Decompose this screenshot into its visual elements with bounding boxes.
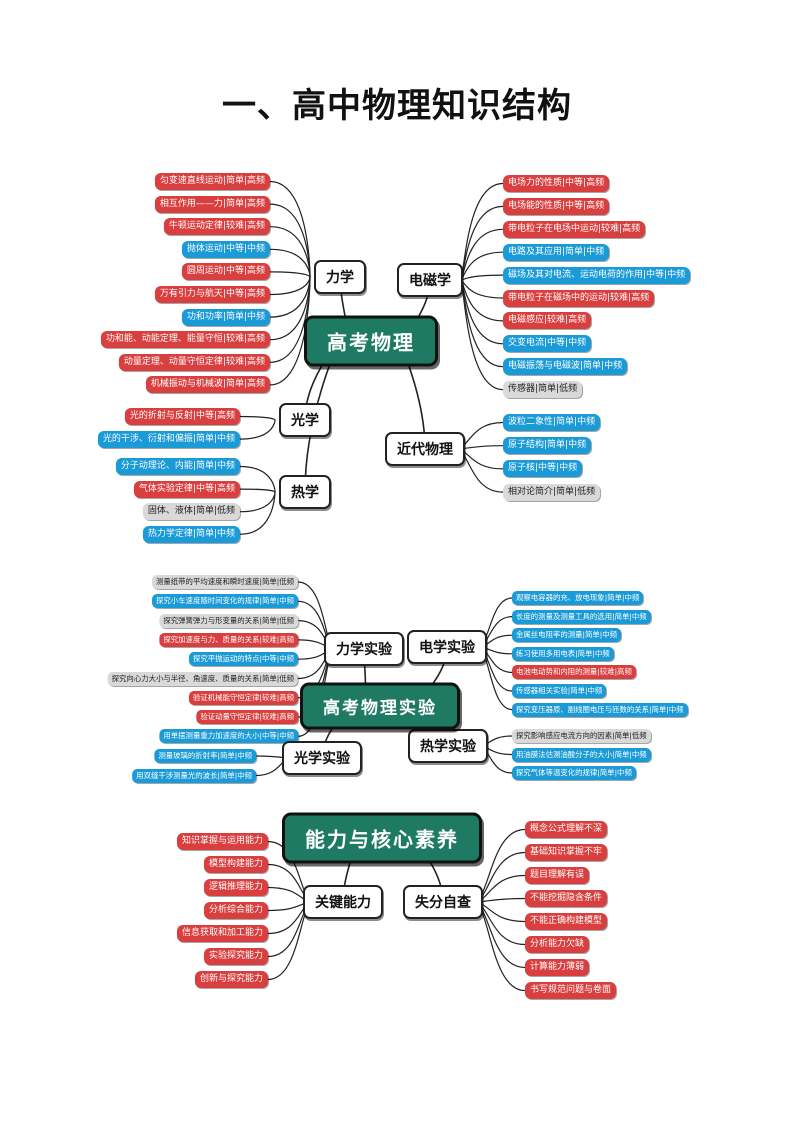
branch-node: 热学 [279, 475, 331, 509]
topic-leaf: 不能挖掘隐含条件 [525, 890, 608, 907]
connector-line [269, 276, 311, 296]
topic-leaf: 气体实验定律|中等|高频 [133, 480, 240, 498]
topic-leaf: 电场力的性质|中等|高频 [503, 175, 610, 192]
central-node: 能力与核心素养 [282, 812, 482, 864]
topic-leaf: 电路及其应用|简单|中频 [503, 243, 610, 261]
topic-leaf: 机械振动与机械波|简单|高频 [145, 376, 270, 394]
connector-line [239, 465, 276, 493]
topic-leaf: 功和功率|简单|中频 [181, 308, 270, 326]
connector-line [239, 491, 276, 535]
page-title: 一、高中物理知识结构 [222, 86, 572, 126]
topic-leaf: 计算能力薄弱 [525, 959, 590, 976]
topic-leaf: 创新与探究能力 [194, 971, 268, 988]
connector-line [269, 203, 311, 278]
topic-leaf: 分析能力欠缺 [525, 936, 590, 953]
topic-leaf: 动量定理、动量守恒定律|较难|高频 [118, 353, 270, 371]
central-node: 高考物理实验 [300, 682, 460, 730]
topic-leaf: 探究平抛运动的特点|中等|中频 [188, 652, 298, 667]
branch-node: 光学实验 [282, 741, 362, 775]
topic-leaf: 热力学定律|简单|中频 [142, 525, 240, 543]
topic-leaf: 相互作用——力|简单|高频 [154, 195, 270, 213]
topic-leaf: 用单摆测量重力加速度的大小|中等|中频 [159, 729, 298, 744]
topic-leaf: 传感器相关实验|简单|中频 [512, 684, 607, 698]
topic-leaf: 长度的测量及测量工具的选用|简单|中频 [512, 609, 651, 624]
topic-leaf: 传感器|简单|低频 [503, 381, 583, 399]
topic-leaf: 探究加速度与力、质量的关系|较难|高频 [159, 632, 298, 647]
branch-node: 热学实验 [408, 729, 488, 763]
topic-leaf: 模型构建能力 [203, 856, 268, 873]
topic-leaf: 逻辑推理能力 [203, 879, 268, 896]
connector-line [269, 271, 311, 278]
topic-leaf: 练习使用多用电表|简单|中频 [512, 646, 614, 661]
branch-node: 力学实验 [324, 632, 404, 666]
topic-leaf: 分析综合能力 [203, 902, 268, 919]
branch-node: 近代物理 [385, 432, 465, 466]
topic-leaf: 观察电容器的充、放电现象|简单|中频 [512, 591, 644, 605]
topic-leaf: 信息获取和加工能力 [176, 925, 268, 942]
topic-leaf: 牛顿运动定律|较难|高频 [163, 218, 270, 236]
connector-line [239, 419, 276, 440]
branch-node: 力学 [314, 260, 366, 294]
branch-node: 电学实验 [407, 630, 487, 664]
connector-line [239, 491, 276, 513]
topic-leaf: 光的折射与反射|中等|高频 [124, 408, 240, 425]
topic-leaf: 测量纸带的平均速度和瞬时速度|简单|低频 [151, 575, 298, 589]
topic-leaf: 带电粒子在电场中运动|较难|高频 [503, 220, 646, 238]
topic-leaf: 磁场及其对电流、运动电荷的作用|中等|中频 [503, 266, 691, 284]
connector-line [239, 488, 276, 493]
topic-leaf: 万有引力与航天|中等|高频 [154, 286, 270, 303]
topic-leaf: 实验探究能力 [203, 948, 268, 965]
topic-leaf: 电磁感应|较难|高频 [503, 312, 592, 330]
topic-leaf: 探究弹簧弹力与形变量的关系|简单|低频 [159, 613, 298, 628]
topic-leaf: 用油膜法估测油酸分子的大小|简单|中频 [512, 747, 651, 762]
branch-node: 失分自查 [403, 885, 483, 919]
topic-leaf: 光的干涉、衍射和偏振|简单|中频 [97, 430, 240, 448]
topic-leaf: 电池电动势和内阻的测量|较难|高频 [512, 665, 636, 680]
topic-leaf: 探究小车速度随时间变化的规律|简单|中频 [151, 594, 298, 609]
topic-leaf: 抛体运动|中等|中频 [181, 240, 270, 258]
topic-leaf: 题目理解有误 [525, 867, 590, 884]
topic-leaf: 圆周运动|中等|高频 [181, 263, 270, 281]
topic-leaf: 测量玻璃的折射率|简单|中频 [154, 749, 256, 763]
connector-line [459, 182, 504, 281]
branch-node: 光学 [279, 403, 331, 437]
topic-leaf: 基础知识掌握不牢 [525, 844, 608, 861]
topic-leaf: 功和能、动能定理、能量守恒|较难|高频 [100, 331, 270, 349]
topic-leaf: 探究向心力大小与半径、角速度、质量的关系|简单|低频 [107, 671, 298, 686]
topic-leaf: 带电粒子在磁场中的运动|较难|高频 [503, 289, 655, 307]
topic-leaf: 验证动量守恒定律|较难|高频 [196, 710, 298, 725]
topic-leaf: 金属丝电阻率的测量|简单|中频 [512, 628, 622, 643]
topic-leaf: 用双缝干涉测量光的波长|简单|中频 [132, 768, 256, 783]
topic-leaf: 验证机械能守恒定律|较难|高频 [188, 690, 298, 705]
topic-leaf: 相对论简介|简单|低频 [503, 483, 601, 501]
topic-leaf: 探究气体等温变化的规律|简单|中频 [512, 766, 636, 780]
topic-leaf: 原子核|中等|中频 [503, 460, 583, 478]
connector-line [239, 415, 276, 421]
topic-leaf: 电场能的性质|中等|高频 [503, 197, 610, 215]
topic-leaf: 不能正确构建模型 [525, 913, 608, 930]
topic-leaf: 匀变速直线运动|简单|高频 [154, 173, 270, 190]
topic-leaf: 探究影响感应电流方向的因素|简单|低频 [512, 729, 651, 743]
central-node: 高考物理 [304, 315, 438, 367]
topic-leaf: 交变电流|中等|中频 [503, 335, 592, 353]
topic-leaf: 探究变压器原、副线圈电压与匝数的关系|简单|中频 [512, 702, 688, 717]
topic-leaf: 书写规范问题与卷面 [525, 982, 617, 999]
topic-leaf: 知识掌握与运用能力 [176, 833, 268, 850]
branch-node: 关键能力 [303, 885, 383, 919]
branch-node: 电磁学 [397, 263, 463, 297]
topic-leaf: 概念公式理解不深 [525, 821, 608, 838]
topic-leaf: 波粒二象性|简单|中频 [503, 414, 601, 431]
topic-leaf: 原子结构|简单|中频 [503, 437, 592, 455]
topic-leaf: 分子动理论、内能|简单|中频 [115, 458, 240, 475]
topic-leaf: 电磁振荡与电磁波|简单|中频 [503, 358, 628, 376]
topic-leaf: 固体、液体|简单|低频 [142, 503, 240, 521]
connector-line [459, 274, 504, 281]
